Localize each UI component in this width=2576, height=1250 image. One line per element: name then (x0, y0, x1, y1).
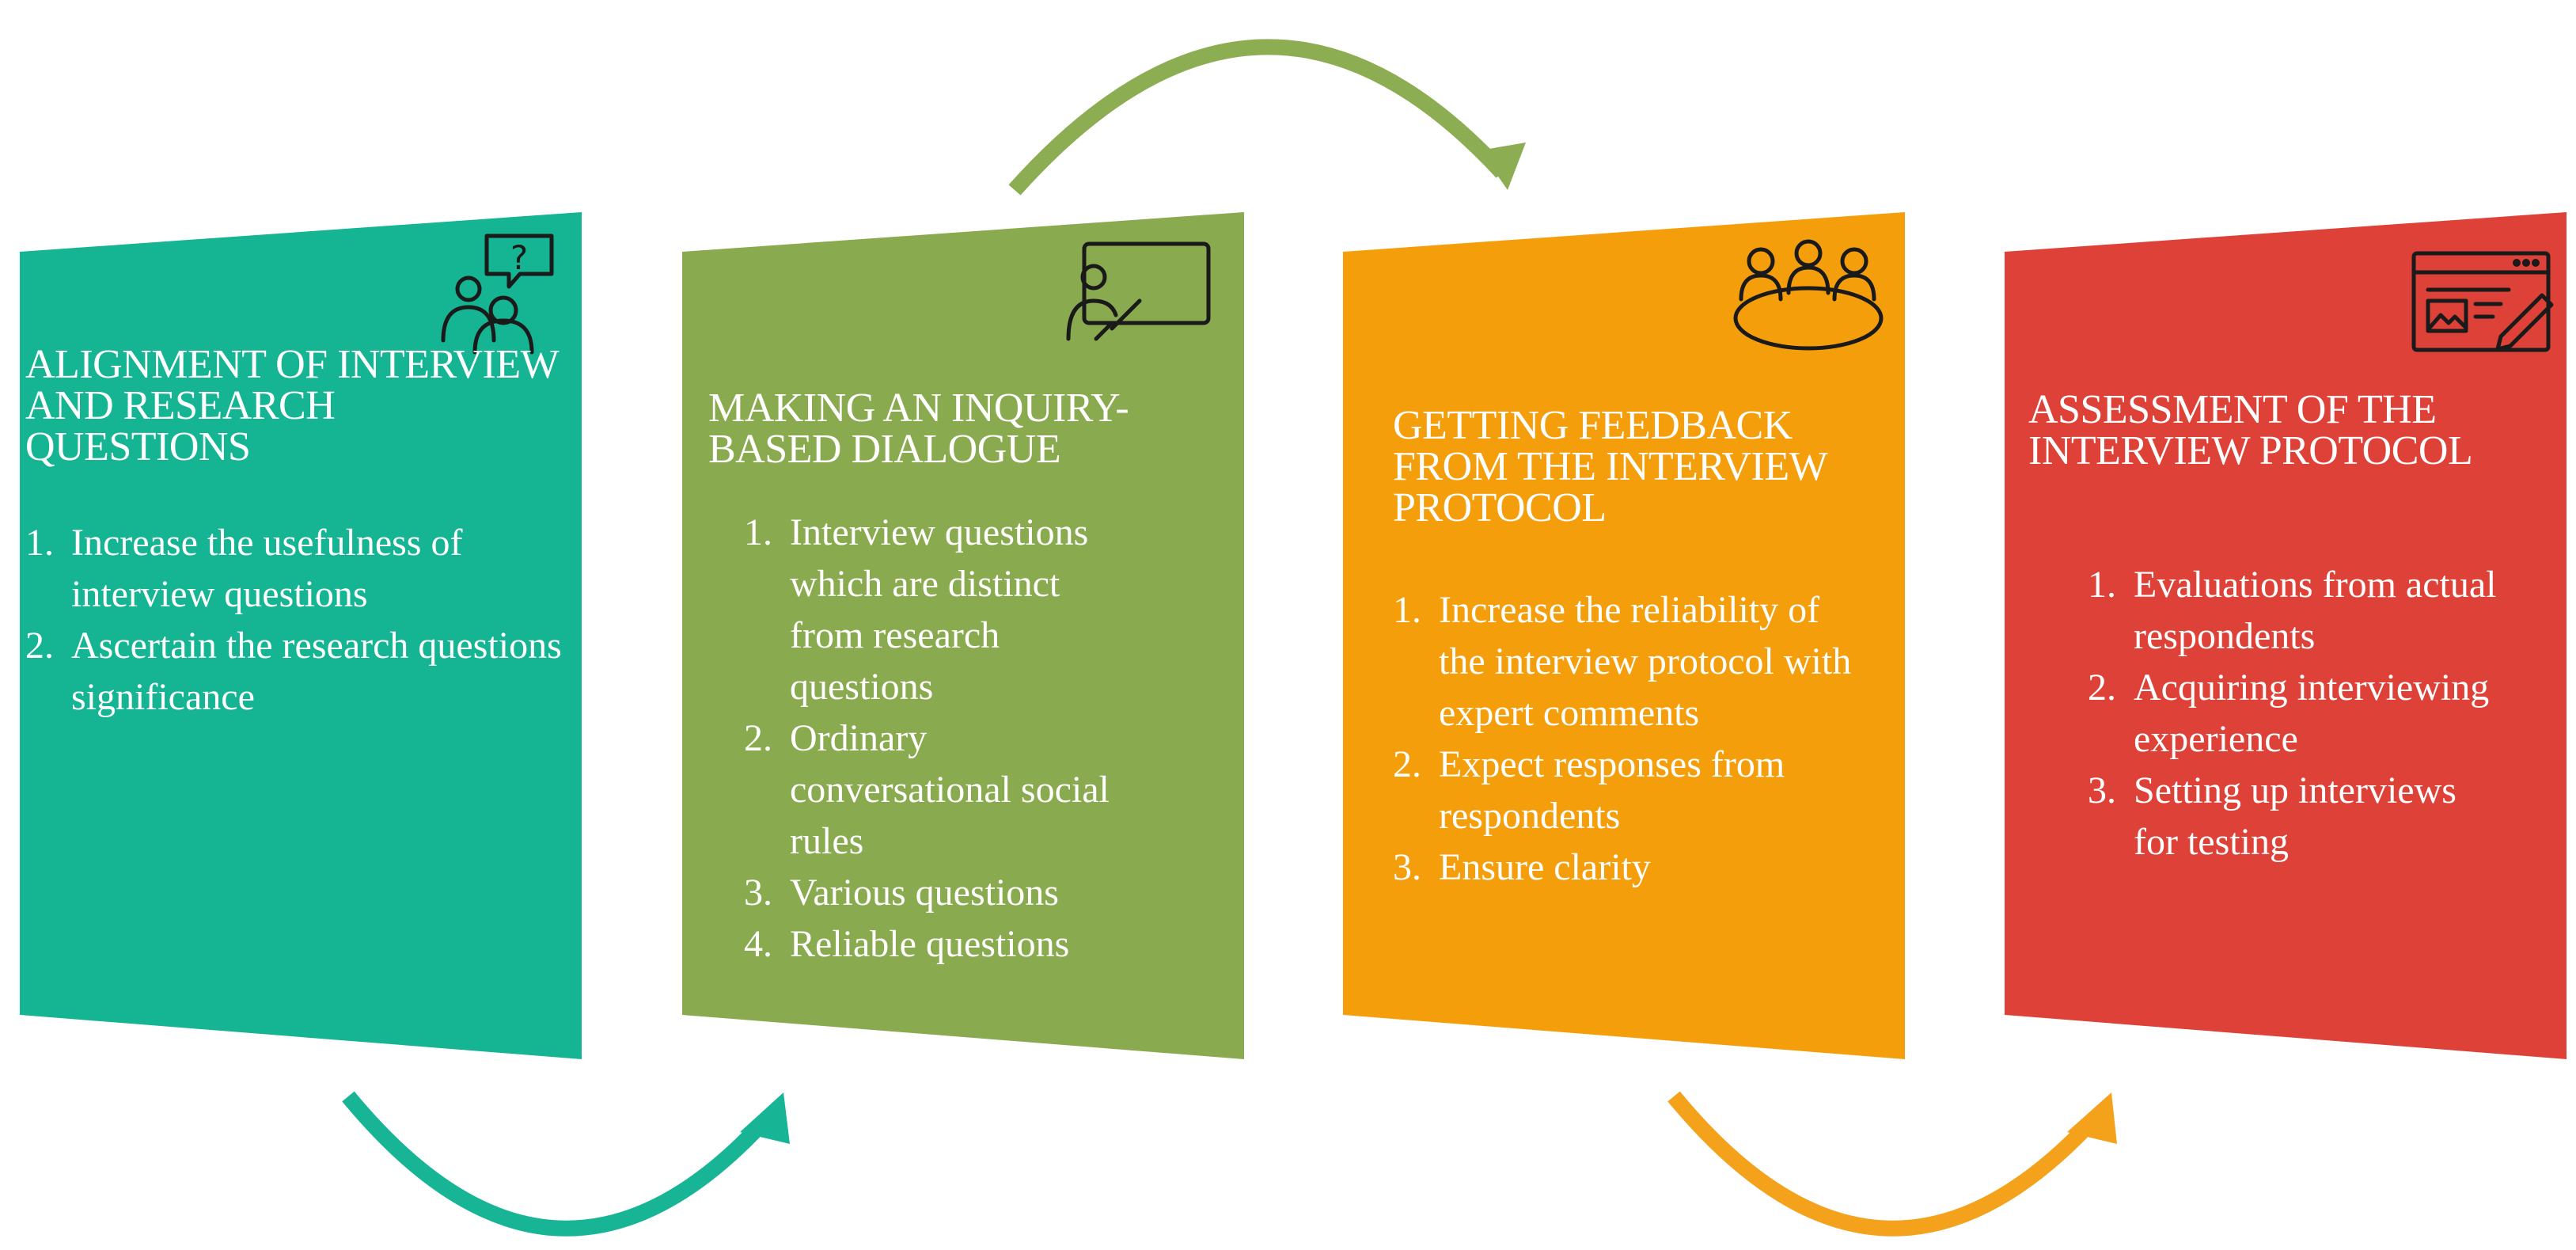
list-item: 3.Setting up interviews for testing (2088, 769, 2456, 863)
arrow-bottom-orange (1667, 1091, 2117, 1237)
meeting-table-icon (1733, 239, 1884, 351)
panel-assessment-list: 1.Evaluations from actual respondents 2.… (2088, 559, 2499, 868)
panel-feedback (1343, 212, 1905, 1059)
panel-alignment-list: 1.Increase the usefulness of interview q… (25, 517, 579, 723)
panel-feedback-content: GETTING FEEDBACK FROM THE INTERVIEW PROT… (1393, 405, 1891, 893)
list-item: 1.Increase the reliability of the interv… (1393, 589, 1852, 734)
browser-edit-icon (2411, 251, 2554, 352)
list-item: 2.Ascertain the research questions signi… (25, 625, 562, 718)
panel-alignment-title: ALIGNMENT OF INTERVIEW AND RESEARCH QUES… (25, 342, 559, 469)
panel-assessment (2005, 212, 2567, 1059)
presenter-board-icon (1066, 241, 1211, 341)
arrow-bottom-teal (342, 1091, 790, 1237)
list-item: 1.Increase the usefulness of interview q… (25, 522, 463, 615)
people-question-icon: ? (441, 234, 554, 355)
panel-assessment-title: ASSESSMENT OF THE INTERVIEW PROTOCOL (2028, 387, 2473, 473)
panel-dialogue-title: MAKING AN INQUIRY-BASED DIALOGUE (708, 386, 1129, 472)
panel-dialogue-list: 1.Interview questions which are distinct… (744, 507, 1140, 970)
svg-text:?: ? (510, 238, 528, 277)
panel-alignment (20, 212, 582, 1059)
panel-feedback-title: GETTING FEEDBACK FROM THE INTERVIEW PROT… (1393, 403, 1827, 530)
list-item: 1.Evaluations from actual respondents (2088, 564, 2497, 657)
list-item: 1.Interview questions which are distinct… (744, 511, 1089, 708)
panel-dialogue-content: MAKING AN INQUIRY-BASED DIALOGUE 1.Inter… (708, 388, 1215, 970)
list-item: 4.Reliable questions (744, 923, 1070, 965)
panel-feedback-list: 1.Increase the reliability of the interv… (1393, 584, 1868, 893)
panel-alignment-content: ALIGNMENT OF INTERVIEW AND RESEARCH QUES… (25, 344, 579, 723)
list-item: 3.Ensure clarity (1393, 846, 1651, 888)
list-item: 2.Ordinary conversational social rules (744, 717, 1110, 862)
list-item: 2.Acquiring interviewing experience (2088, 667, 2490, 760)
panel-dialogue (682, 212, 1244, 1059)
list-item: 3.Various questions (744, 872, 1059, 914)
arrow-top-green (1008, 39, 1526, 196)
panel-assessment-content: ASSESSMENT OF THE INTERVIEW PROTOCOL 1.E… (2028, 389, 2559, 868)
list-item: 2.Expect responses from respondents (1393, 743, 1785, 837)
